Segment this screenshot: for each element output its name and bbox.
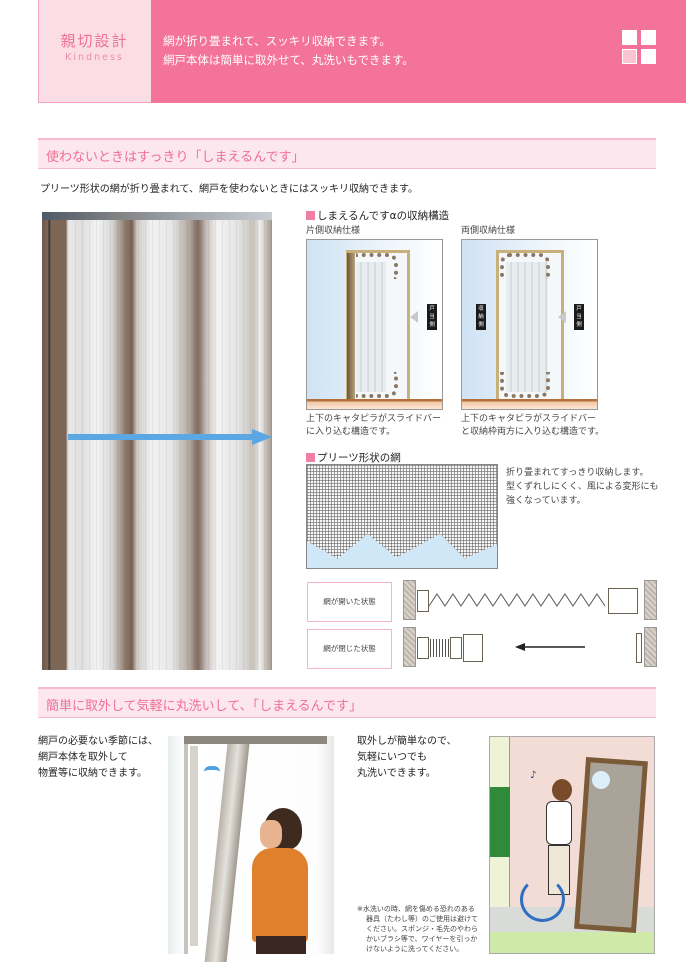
both-sides-diagram: 収納側 戸当側 — [461, 239, 598, 410]
zigzag-mesh-icon — [429, 593, 606, 607]
section-heading-storage-text: 使わないときはすっきり「しまえるんです」 — [46, 150, 305, 165]
one-side-caption: 上下のキャタピラがスライドバー に入り込む構造です。 — [306, 414, 442, 437]
washing-text: 取外しが簡単なので、 気軽にいつでも 丸洗いできます。 — [357, 736, 457, 779]
door-stop-side-tag: 戸当側 — [574, 304, 584, 330]
music-note-icon: ♪ — [530, 770, 537, 781]
storage-side-tag: 収納側 — [476, 304, 486, 330]
closed-state-diagram — [403, 627, 657, 671]
header-subtitle: Kindness — [65, 52, 124, 63]
slide-arrow-icon — [68, 434, 254, 440]
slide-arrow-head-icon — [252, 429, 272, 445]
folded-mesh-icon — [430, 639, 450, 657]
door-stop-side-tag: 戸当側 — [427, 304, 437, 330]
pleated-mesh-illustration — [306, 464, 498, 569]
one-side-diagram: 戸当側 — [306, 239, 443, 410]
header-label-panel — [38, 0, 151, 103]
pink-square-icon — [306, 453, 315, 462]
section-heading-washing — [38, 687, 656, 718]
grid-logo-icon — [622, 30, 658, 66]
both-sides-label: 両側収納仕様 — [461, 226, 516, 236]
mesh-description: 折り畳まれてすっきり収納します。 型くずれしにくく、風による変形にも 強くなって… — [506, 468, 659, 506]
pleated-screen-door-photo — [42, 212, 272, 670]
structure-heading: しまえるんですαの収納構造 — [306, 208, 449, 223]
header-title: 親切設計 — [60, 32, 129, 50]
closing-arrow-icon — [515, 643, 585, 651]
section-heading-storage — [38, 138, 656, 169]
both-sides-caption: 上下のキャタピラがスライドバー と収納枠両方に入り込む構造です。 — [461, 414, 605, 437]
header-banner — [151, 0, 686, 103]
one-side-label: 片側収納仕様 — [306, 226, 361, 236]
header-line-1: 網が折り畳まれて、スッキリ収納できます。 — [163, 34, 391, 48]
door-top-rail — [42, 212, 272, 220]
header-line-2: 網戸本体は簡単に取外せて、丸洗いもできます。 — [163, 53, 414, 67]
state-closed-label: 網が閉じた状態 — [307, 629, 392, 669]
direction-arrow-icon — [558, 311, 566, 323]
direction-arrow-icon — [410, 311, 418, 323]
woman-removing-screen-photo — [168, 736, 334, 962]
mesh-heading: プリーツ形状の網 — [306, 450, 401, 465]
washing-screen-illustration: ♪ — [489, 736, 655, 954]
frame-top-rail — [184, 736, 327, 744]
tilt-arrow-icon — [204, 766, 220, 772]
pink-square-icon — [306, 211, 315, 220]
removal-text: 網戸の必要ない季節には、 網戸本体を取外して 物置等に収納できます。 — [38, 736, 158, 779]
pleat-lines — [68, 220, 272, 670]
state-open-label: 網が開いた状態 — [307, 582, 392, 622]
storage-intro-text: プリーツ形状の網が折り畳まれて、網戸を使わないときにはスッキリ収納できます。 — [40, 184, 418, 195]
open-state-diagram — [403, 580, 657, 624]
washing-caution-note: ※水洗いの時、網を傷める恐れのある 器具（たわし等）のご使用は避けて ください。… — [357, 905, 478, 953]
section-heading-washing-text: 簡単に取外して気軽に丸洗いして、「しまえるんです」 — [46, 699, 363, 714]
